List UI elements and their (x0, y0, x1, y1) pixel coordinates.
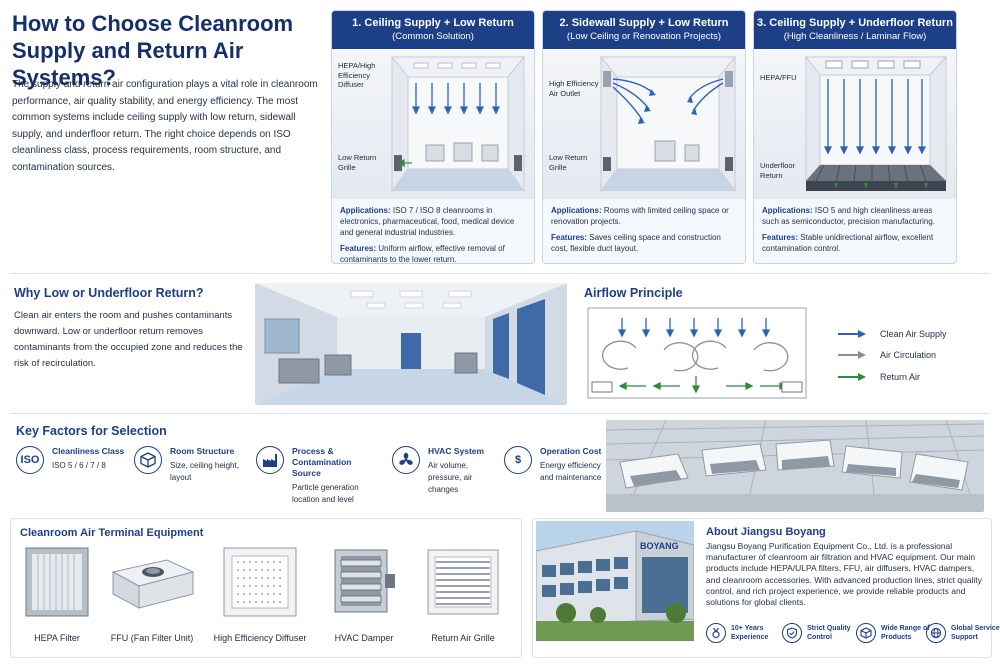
arrow-right-icon (838, 330, 866, 338)
hepa-filter-image (25, 547, 89, 617)
label-low-return: Low Return Grille (549, 153, 588, 172)
room-illustration: HEPA/FFU Underfloor Return (754, 49, 956, 199)
card-header: 1. Ceiling Supply + Low Return (Common S… (332, 11, 534, 49)
shield-check-icon (782, 623, 802, 643)
room-illustration: High Efficiency Air Outlet Low Return Gr… (543, 49, 745, 199)
why-title: Why Low or Underfloor Return? (14, 286, 204, 300)
card-description: Applications: ISO 7 / ISO 8 cleanrooms i… (340, 206, 515, 264)
medal-icon (706, 623, 726, 643)
equipment-return-air-grille: Return Air Grille (422, 546, 504, 643)
diffuser-image (223, 547, 297, 617)
airflow-title: Airflow Principle (584, 286, 683, 300)
card-description: Applications: ISO 5 and high cleanliness… (762, 206, 935, 253)
iso-icon: ISO (16, 446, 44, 474)
card-title: 1. Ceiling Supply + Low Return (352, 17, 514, 29)
equipment-title: Cleanroom Air Terminal Equipment (20, 527, 204, 539)
about-section (532, 518, 992, 658)
label-low-return: Low Return Grille (338, 153, 377, 172)
damper-image (334, 549, 395, 613)
card-header: 2. Sidewall Supply + Low Return (Low Cei… (543, 11, 745, 49)
label-hepa-ffu: HEPA/FFU (760, 73, 797, 82)
intro-paragraph: The supply and return air configuration … (12, 79, 318, 173)
return-grille-image (427, 549, 499, 615)
airflow-diagram (584, 306, 810, 402)
system-card-ceiling-low: 1. Ceiling Supply + Low Return (Common S… (331, 10, 535, 264)
why-text: Clean air enters the room and pushes con… (14, 310, 243, 369)
label-underfloor-return: Underfloor Return (760, 161, 796, 180)
card-subtitle: (Common Solution) (392, 31, 474, 42)
legend-clean-air-supply: Clean Air Supply (838, 329, 947, 339)
arrow-right-icon (838, 351, 866, 359)
equipment-ffu: FFU (Fan Filter Unit) (104, 546, 200, 643)
arrow-right-icon (838, 373, 866, 381)
system-card-sidewall-low: 2. Sidewall Supply + Low Return (Low Cei… (542, 10, 746, 264)
equipment-hepa-filter: HEPA Filter (22, 546, 92, 643)
card-title: 2. Sidewall Supply + Low Return (559, 17, 729, 29)
room-illustration: HEPA/High Efficiency Diffuser Low Return… (332, 49, 534, 199)
dollar-icon: $ (504, 446, 532, 474)
card-title: 3. Ceiling Supply + Underfloor Return (757, 17, 953, 29)
equipment-high-efficiency-diffuser: High Efficiency Diffuser (210, 546, 310, 643)
section-divider (10, 273, 990, 274)
cube-icon (134, 446, 162, 474)
cleanroom-photo (255, 283, 567, 405)
equipment-section (10, 518, 522, 658)
label-hepa-diffuser: HEPA/High Efficiency Diffuser (338, 61, 376, 89)
company-building-photo: BOYANG (536, 521, 694, 641)
ffu-image (111, 559, 195, 609)
equipment-hvac-damper: HVAC Damper (324, 546, 404, 643)
section-divider (10, 413, 990, 414)
legend-air-circulation: Air Circulation (838, 350, 936, 360)
card-description: Applications: Rooms with limited ceiling… (551, 206, 729, 253)
building-sign: BOYANG (640, 541, 679, 551)
legend-return-air: Return Air (838, 372, 920, 382)
about-text: Jiangsu Boyang Purification Equipment Co… (706, 541, 982, 608)
system-card-ceiling-underfloor: 3. Ceiling Supply + Underfloor Return (H… (753, 10, 957, 264)
box-icon (856, 623, 876, 643)
label-high-efficiency-outlet: High Efficiency Air Outlet (549, 79, 599, 98)
factors-title: Key Factors for Selection (16, 424, 167, 438)
about-title: About Jiangsu Boyang (706, 526, 826, 538)
card-header: 3. Ceiling Supply + Underfloor Return (H… (754, 11, 956, 49)
ceiling-ffu-photo (606, 420, 984, 512)
card-subtitle: (Low Ceiling or Renovation Projects) (566, 31, 722, 42)
fan-icon (392, 446, 420, 474)
card-subtitle: (High Cleanliness / Laminar Flow) (783, 31, 927, 42)
globe-icon (926, 623, 946, 643)
factory-icon (256, 446, 284, 474)
page-title: How to Choose Cleanroom Supply and Retur… (12, 11, 294, 90)
